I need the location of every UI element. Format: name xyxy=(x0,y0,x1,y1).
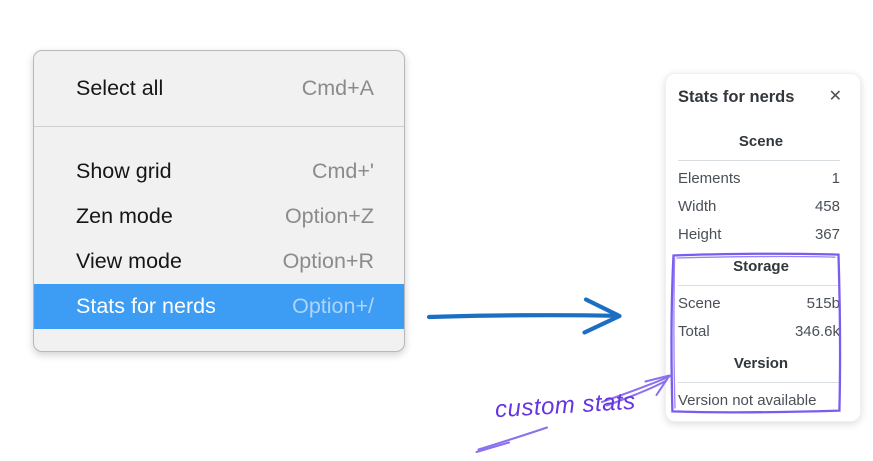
menu-item-label: View mode xyxy=(76,249,182,273)
section-divider xyxy=(678,382,840,383)
panel-header: Stats for nerds ✕ xyxy=(678,86,844,108)
stat-value: 458 xyxy=(814,198,840,215)
stat-row-elements: Elements 1 xyxy=(678,169,840,189)
section-divider xyxy=(678,285,840,286)
menu-item-view-mode[interactable]: View mode Option+R xyxy=(34,239,404,284)
menu-item-label: Show grid xyxy=(76,159,172,183)
menu-item-shortcut: Cmd+' xyxy=(311,159,374,183)
stat-label: Scene xyxy=(678,295,721,312)
custom-stats-underline xyxy=(475,426,548,453)
panel-title: Stats for nerds xyxy=(678,88,795,106)
blue-arrow xyxy=(426,297,622,335)
stat-label: Elements xyxy=(678,170,741,187)
menu-item-shortcut: Option+/ xyxy=(292,294,374,318)
stat-row-height: Height 367 xyxy=(678,225,840,245)
menu-item-shortcut: Option+R xyxy=(282,249,374,273)
section-header-version: Version xyxy=(733,355,789,372)
stat-value: 346.6k xyxy=(794,323,840,340)
stat-value: 367 xyxy=(814,226,840,243)
menu-item-stats-for-nerds[interactable]: Stats for nerds Option+/ xyxy=(34,284,404,329)
context-menu: Select all Cmd+A Show grid Cmd+' Zen mod… xyxy=(33,50,405,352)
section-header-scene: Scene xyxy=(738,133,784,150)
menu-item-shortcut: Option+Z xyxy=(284,204,374,228)
stats-for-nerds-panel: Stats for nerds ✕ Scene Elements 1 Width… xyxy=(665,73,861,422)
stat-row-total-size: Total 346.6k xyxy=(678,322,840,342)
menu-item-label: Stats for nerds xyxy=(76,294,216,318)
stat-label: Total xyxy=(678,323,710,340)
menu-item-show-grid[interactable]: Show grid Cmd+' xyxy=(34,149,404,194)
stat-label: Width xyxy=(678,198,717,215)
menu-item-shortcut: Cmd+A xyxy=(301,76,374,100)
stat-value: 515b xyxy=(806,295,840,312)
stat-row-width: Width 458 xyxy=(678,197,840,217)
menu-item-label: Select all xyxy=(76,76,164,100)
stat-label: Height xyxy=(678,226,722,243)
stat-row-scene-size: Scene 515b xyxy=(678,294,840,314)
menu-item-select-all[interactable]: Select all Cmd+A xyxy=(34,51,404,126)
section-divider xyxy=(678,160,840,161)
section-header-storage: Storage xyxy=(733,258,789,275)
close-icon[interactable]: ✕ xyxy=(828,88,842,105)
menu-item-label: Zen mode xyxy=(76,204,173,228)
custom-stats-label: custom stats xyxy=(494,387,637,424)
menu-group: Show grid Cmd+' Zen mode Option+Z View m… xyxy=(34,127,404,351)
menu-divider xyxy=(34,126,404,127)
menu-item-zen-mode[interactable]: Zen mode Option+Z xyxy=(34,194,404,239)
version-note: Version not available xyxy=(678,392,817,409)
stat-value: 1 xyxy=(831,170,840,187)
